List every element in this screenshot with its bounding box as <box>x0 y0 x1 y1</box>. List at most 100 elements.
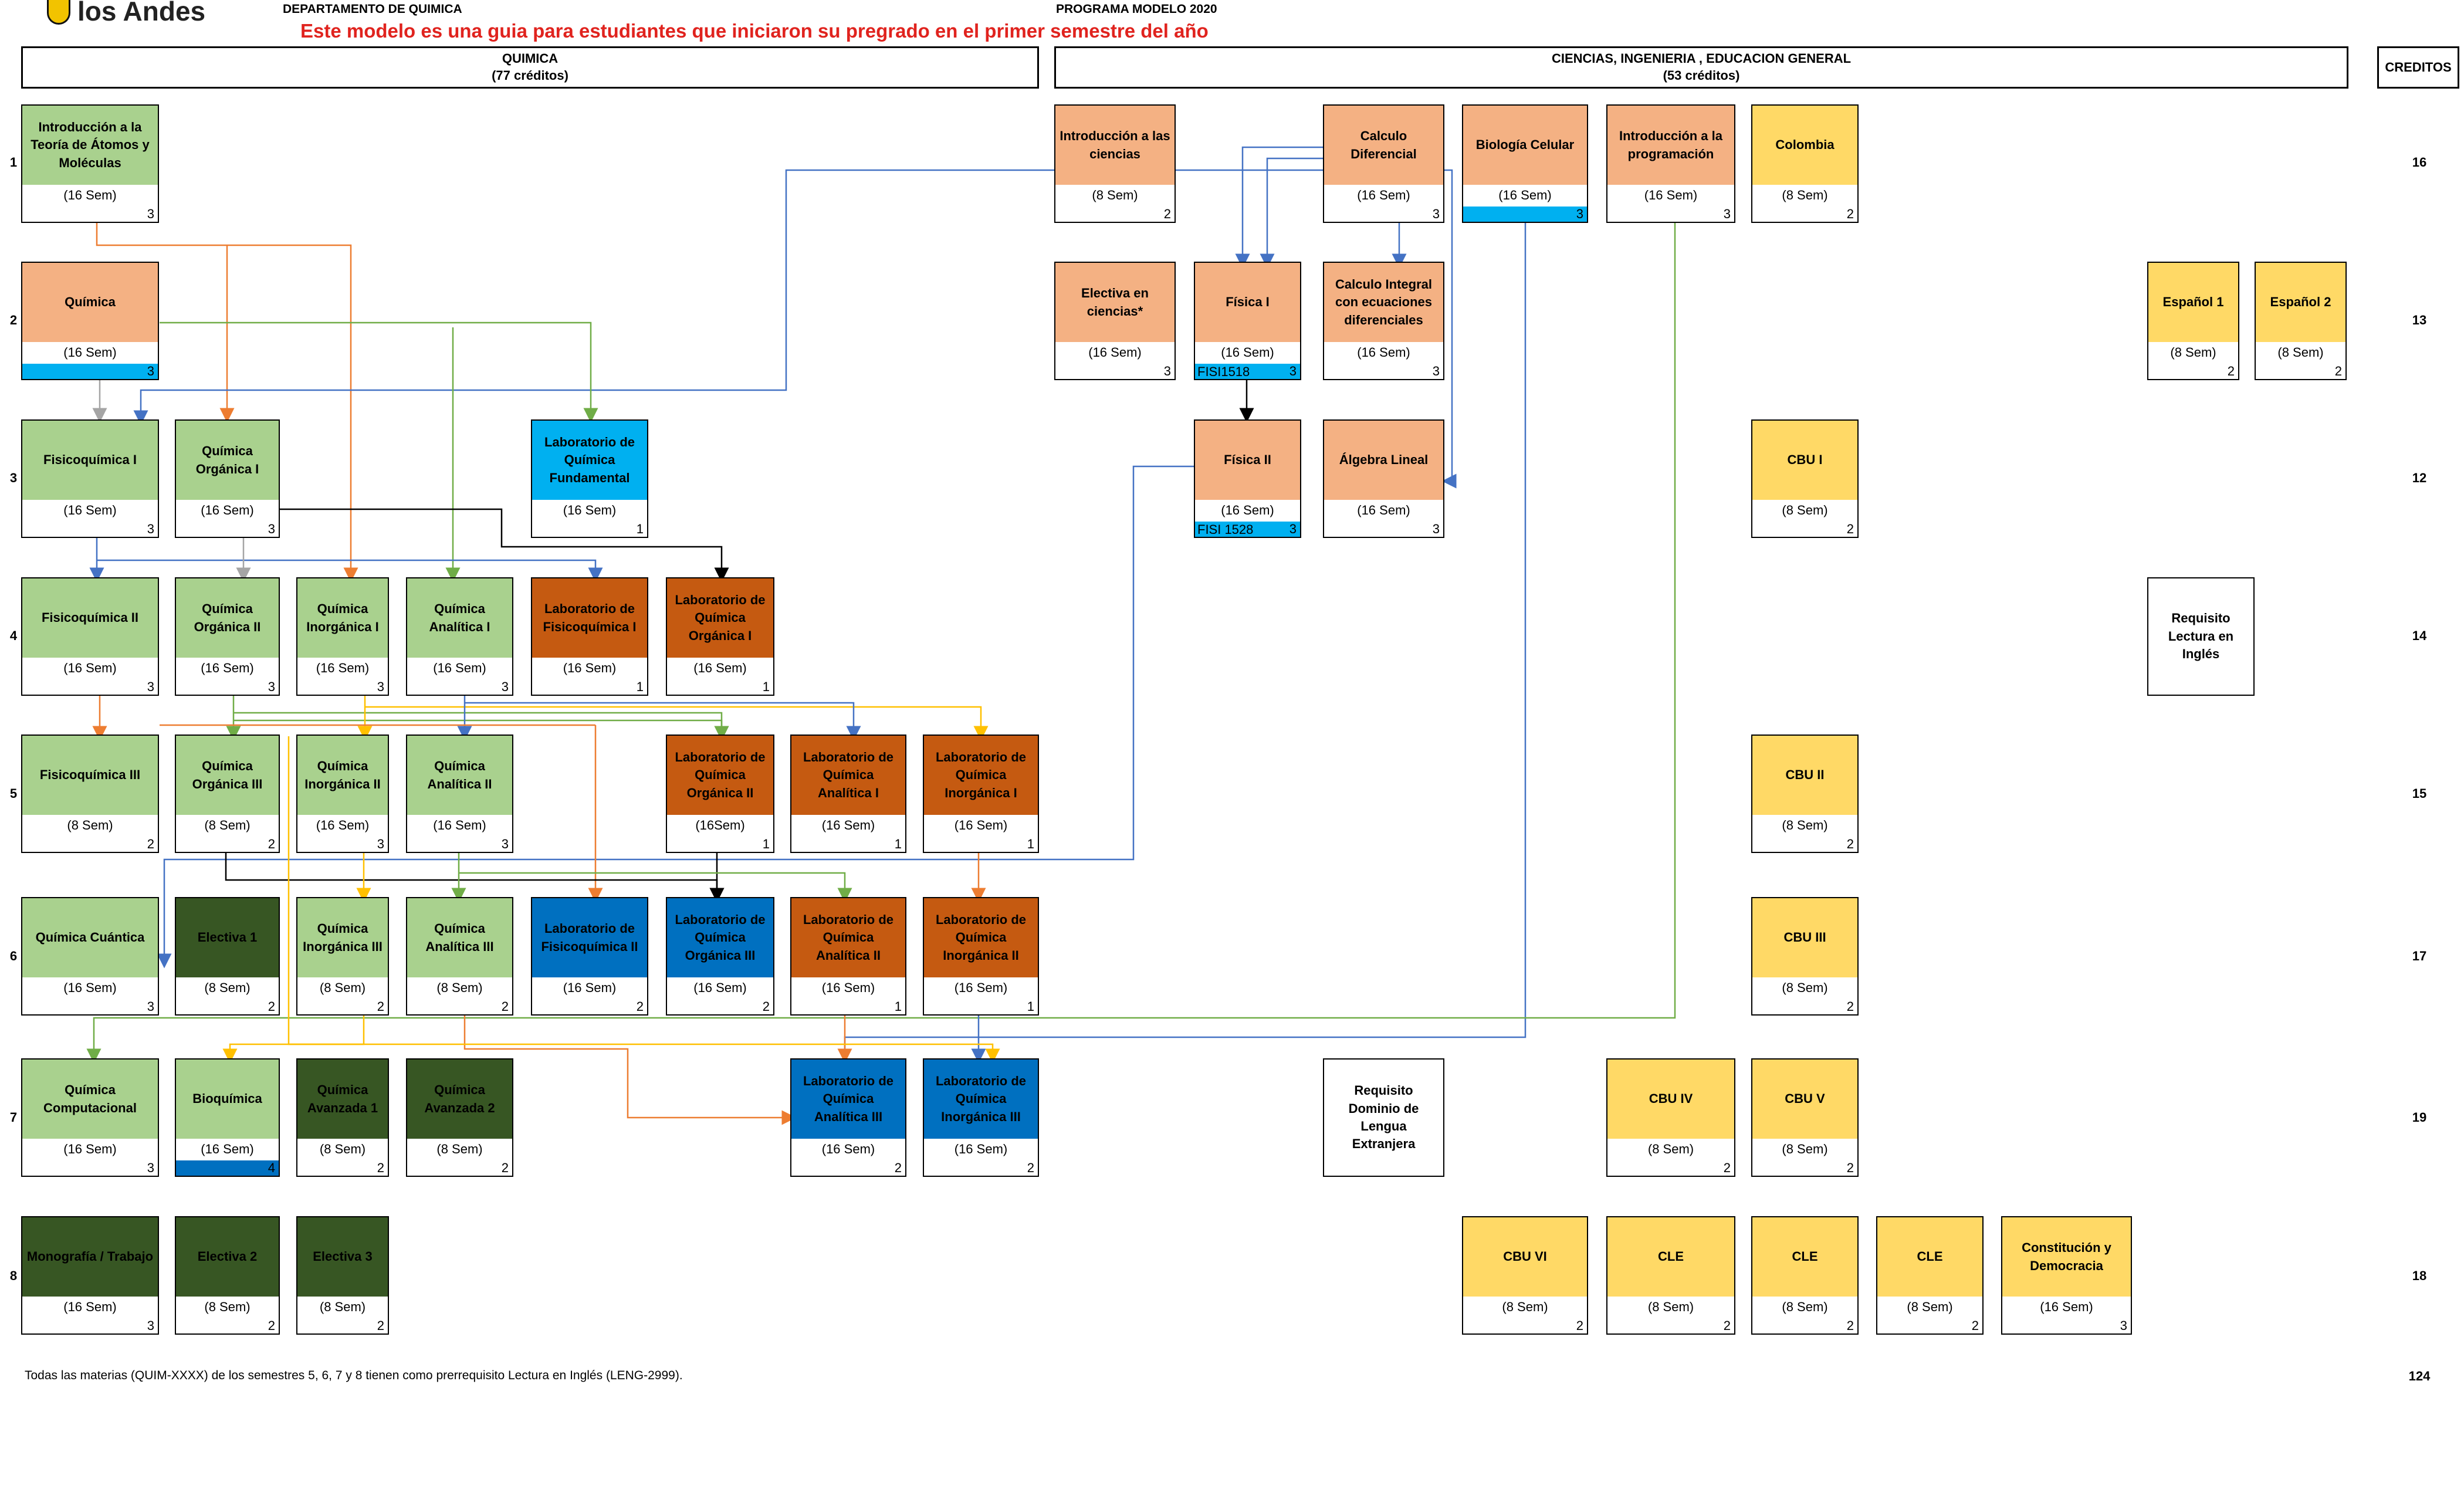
course-credits: 2 <box>2334 364 2342 378</box>
course-credits: 2 <box>501 1160 509 1175</box>
course-credits: 2 <box>1027 1160 1034 1175</box>
course-cbu-3[interactable]: CBU III (8 Sem) 2 <box>1751 897 1859 1016</box>
course-cbu-4[interactable]: CBU IV (8 Sem) 2 <box>1606 1058 1735 1177</box>
course-cbu-6[interactable]: CBU VI (8 Sem) 2 <box>1462 1216 1588 1335</box>
course-quimica-analitica-3[interactable]: Química Analítica III (8 Sem) 2 <box>406 897 513 1016</box>
course-electiva-ciencias[interactable]: Electiva en ciencias* (16 Sem) 3 <box>1054 262 1176 380</box>
course-credits: 3 <box>147 1160 154 1175</box>
course-cbu-5[interactable]: CBU V (8 Sem) 2 <box>1751 1058 1859 1177</box>
course-lab-quimica-analitica-2[interactable]: Laboratorio de Química Analítica II (16 … <box>790 897 906 1016</box>
course-quimica-organica-2[interactable]: Química Orgánica II (16 Sem) 3 <box>175 577 280 696</box>
course-quimica-inorganica-2[interactable]: Química Inorgánica II (16 Sem) 3 <box>296 735 389 853</box>
course-espanol-1[interactable]: Español 1 (8 Sem) 2 <box>2147 262 2239 380</box>
course-lab-quimica-fundamental[interactable]: Laboratorio de Química Fundamental (16 S… <box>531 419 648 538</box>
course-credits: 2 <box>1846 522 1854 536</box>
course-cbu-1[interactable]: CBU I (8 Sem) 2 <box>1751 419 1859 538</box>
course-credits: 3 <box>1432 522 1440 536</box>
course-electiva-3[interactable]: Electiva 3 (8 Sem) 2 <box>296 1216 389 1335</box>
course-lab-quimica-analitica-3[interactable]: Laboratorio de Química Analítica III (16… <box>790 1058 906 1177</box>
course-quimica-avanzada-2[interactable]: Química Avanzada 2 (8 Sem) 2 <box>406 1058 513 1177</box>
course-semesters: (8 Sem) <box>1092 188 1138 202</box>
course-calculo-integral[interactable]: Calculo Integral con ecuaciones diferenc… <box>1323 262 1444 380</box>
course-quimica-cuantica[interactable]: Química Cuántica (16 Sem) 3 <box>21 897 159 1016</box>
course-lab-fisicoquimica-1[interactable]: Laboratorio de Fisicoquímica I (16 Sem) … <box>531 577 648 696</box>
course-title: Química Inorgánica II <box>297 736 388 815</box>
course-credits: 3 <box>1576 207 1583 221</box>
course-semesters: (16 Sem) <box>316 661 370 675</box>
course-quimica-inorganica-1[interactable]: Química Inorgánica I (16 Sem) 3 <box>296 577 389 696</box>
course-electiva-2[interactable]: Electiva 2 (8 Sem) 2 <box>175 1216 280 1335</box>
course-title: Constitución y Democracia <box>2002 1217 2131 1297</box>
course-fisicoquimica-2[interactable]: Fisicoquímica II (16 Sem) 3 <box>21 577 159 696</box>
course-algebra-lineal[interactable]: Álgebra Lineal (16 Sem) 3 <box>1323 419 1444 538</box>
course-quimica-avanzada-1[interactable]: Química Avanzada 1 (8 Sem) 2 <box>296 1058 389 1177</box>
quimica-section-header: QUIMICA (77 créditos) <box>21 46 1039 89</box>
course-credits: 2 <box>268 837 275 851</box>
course-intro-programacion[interactable]: Introducción a la programación (16 Sem) … <box>1606 104 1735 223</box>
course-biologia-celular[interactable]: Biología Celular (16 Sem) 3 <box>1462 104 1588 223</box>
creditos-title: CREDITOS <box>2385 59 2452 75</box>
course-lab-quimica-organica-2[interactable]: Laboratorio de Química Orgánica II (16Se… <box>666 735 774 853</box>
course-title: Laboratorio de Química Fundamental <box>532 421 647 500</box>
course-lab-quimica-organica-1[interactable]: Laboratorio de Química Orgánica I (16 Se… <box>666 577 774 696</box>
course-title: Calculo Integral con ecuaciones diferenc… <box>1324 263 1443 342</box>
course-cle[interactable]: CLE (8 Sem) 2 <box>1876 1216 1984 1335</box>
course-semesters: (16 Sem) <box>63 1299 117 1314</box>
course-lab-quimica-inorganica-3[interactable]: Laboratorio de Química Inorgánica III (1… <box>923 1058 1039 1177</box>
course-fisicoquimica-3[interactable]: Fisicoquímica III (8 Sem) 2 <box>21 735 159 853</box>
course-credits: 2 <box>2227 364 2235 378</box>
course-fisicoquimica-1[interactable]: Fisicoquímica I (16 Sem) 3 <box>21 419 159 538</box>
course-semesters: (16 Sem) <box>693 980 747 995</box>
course-lab-fisicoquimica-2[interactable]: Laboratorio de Fisicoquímica II (16 Sem)… <box>531 897 648 1016</box>
course-lab-quimica-inorganica-2[interactable]: Laboratorio de Química Inorgánica II (16… <box>923 897 1039 1016</box>
course-constitucion-democracia[interactable]: Constitución y Democracia (16 Sem) 3 <box>2001 1216 2132 1335</box>
course-semesters: (16 Sem) <box>433 818 486 832</box>
course-colombia[interactable]: Colombia (8 Sem) 2 <box>1751 104 1859 223</box>
course-semesters: (8 Sem) <box>1782 503 1828 517</box>
course-title: Laboratorio de Fisicoquímica I <box>532 578 647 658</box>
course-semesters: (16 Sem) <box>63 188 117 202</box>
course-quimica-analitica-1[interactable]: Química Analítica I (16 Sem) 3 <box>406 577 513 696</box>
course-credits: 2 <box>636 999 644 1014</box>
course-credits: 2 <box>762 999 770 1014</box>
course-semesters: (16 Sem) <box>316 818 370 832</box>
requirement-lengua-extranjera[interactable]: Requisito Dominio de Lengua Extranjera <box>1323 1058 1444 1177</box>
course-intro-atomos-moleculas[interactable]: Introducción a la Teoría de Átomos y Mol… <box>21 104 159 223</box>
requirement-lectura-ingles[interactable]: Requisito Lectura en Inglés <box>2147 577 2255 696</box>
semester-credits: 12 <box>2412 471 2427 485</box>
course-quimica-analitica-2[interactable]: Química Analítica II (16 Sem) 3 <box>406 735 513 853</box>
course-credits: 2 <box>894 1160 902 1175</box>
course-title: Electiva en ciencias* <box>1055 263 1175 342</box>
course-cle[interactable]: CLE (8 Sem) 2 <box>1606 1216 1735 1335</box>
course-credits: 1 <box>762 679 770 694</box>
arrow <box>157 465 1194 969</box>
course-quimica[interactable]: Química (16 Sem) 3 <box>21 262 159 380</box>
ciencias-section-title: CIENCIAS, INGENIERIA , EDUCACION GENERAL <box>1551 51 1852 66</box>
semester-number: 4 <box>9 628 18 643</box>
course-quimica-inorganica-3[interactable]: Química Inorgánica III (8 Sem) 2 <box>296 897 389 1016</box>
course-semesters: (16 Sem) <box>821 1142 875 1156</box>
course-quimica-organica-1[interactable]: Química Orgánica I (16 Sem) 3 <box>175 419 280 538</box>
course-quimica-organica-3[interactable]: Química Orgánica III (8 Sem) 2 <box>175 735 280 853</box>
course-fisica-2[interactable]: Física II (16 Sem) FISI 1528 3 <box>1194 419 1301 538</box>
course-title: Fisicoquímica II <box>22 578 158 658</box>
course-lab-quimica-inorganica-1[interactable]: Laboratorio de Química Inorgánica I (16 … <box>923 735 1039 853</box>
course-calculo-diferencial[interactable]: Calculo Diferencial (16 Sem) 3 <box>1323 104 1444 223</box>
course-credits: 2 <box>268 999 275 1014</box>
course-cbu-2[interactable]: CBU II (8 Sem) 2 <box>1751 735 1859 853</box>
course-espanol-2[interactable]: Español 2 (8 Sem) 2 <box>2255 262 2347 380</box>
course-quimica-computacional[interactable]: Química Computacional (16 Sem) 3 <box>21 1058 159 1177</box>
course-monografia-trabajo[interactable]: Monografía / Trabajo (16 Sem) 3 <box>21 1216 159 1335</box>
semester-credits: 13 <box>2412 313 2427 327</box>
course-credits: 3 <box>1163 364 1171 378</box>
course-intro-ciencias[interactable]: Introducción a las ciencias (8 Sem) 2 <box>1054 104 1176 223</box>
course-lab-quimica-analitica-1[interactable]: Laboratorio de Química Analítica I (16 S… <box>790 735 906 853</box>
course-bioquimica[interactable]: Bioquímica (16 Sem) 4 <box>175 1058 280 1177</box>
course-fisica-1[interactable]: Física I (16 Sem) FISI1518 3 <box>1194 262 1301 380</box>
course-semesters: (8 Sem) <box>1647 1299 1694 1314</box>
course-cle[interactable]: CLE (8 Sem) 2 <box>1751 1216 1859 1335</box>
course-semesters: (16 Sem) <box>63 980 117 995</box>
course-electiva-1[interactable]: Electiva 1 (8 Sem) 2 <box>175 897 280 1016</box>
course-semesters: (8 Sem) <box>1782 1142 1828 1156</box>
course-lab-quimica-organica-3[interactable]: Laboratorio de Química Orgánica III (16 … <box>666 897 774 1016</box>
